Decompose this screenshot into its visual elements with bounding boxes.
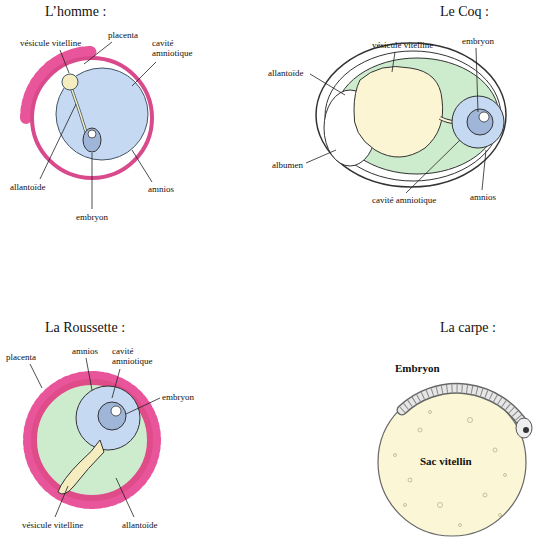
panel-title: Le Coq : bbox=[440, 4, 489, 20]
part-label: albumen bbox=[272, 160, 303, 170]
part-label: allantoïde bbox=[268, 68, 304, 78]
panel-title: La Roussette : bbox=[45, 320, 125, 336]
part-label: amnios bbox=[72, 346, 98, 356]
part-label: cavité amniotique bbox=[372, 195, 436, 205]
part-label: placenta bbox=[108, 30, 138, 40]
part-label: embryon bbox=[462, 36, 494, 46]
part-label: vésicule vitelline bbox=[20, 38, 81, 48]
part-label: placenta bbox=[6, 352, 36, 362]
panel-title: La carpe : bbox=[440, 320, 496, 336]
part-label: amnios bbox=[470, 192, 496, 202]
part-label: vésicule vitelline bbox=[22, 520, 83, 530]
part-label: allantoïde bbox=[122, 520, 158, 530]
part-label: Embryon bbox=[395, 362, 440, 375]
part-label: amnios bbox=[148, 184, 174, 194]
part-label: cavité amniotique bbox=[152, 38, 202, 58]
part-label: embryon bbox=[162, 392, 194, 402]
part-label: vésicule vitelline bbox=[372, 40, 433, 50]
part-label: Sac vitellin bbox=[420, 455, 472, 468]
panel-title: L’homme : bbox=[45, 4, 106, 20]
part-label: embryon bbox=[76, 212, 108, 222]
part-label: allantoïde bbox=[10, 182, 46, 192]
part-label: cavité amniotique bbox=[112, 346, 162, 366]
